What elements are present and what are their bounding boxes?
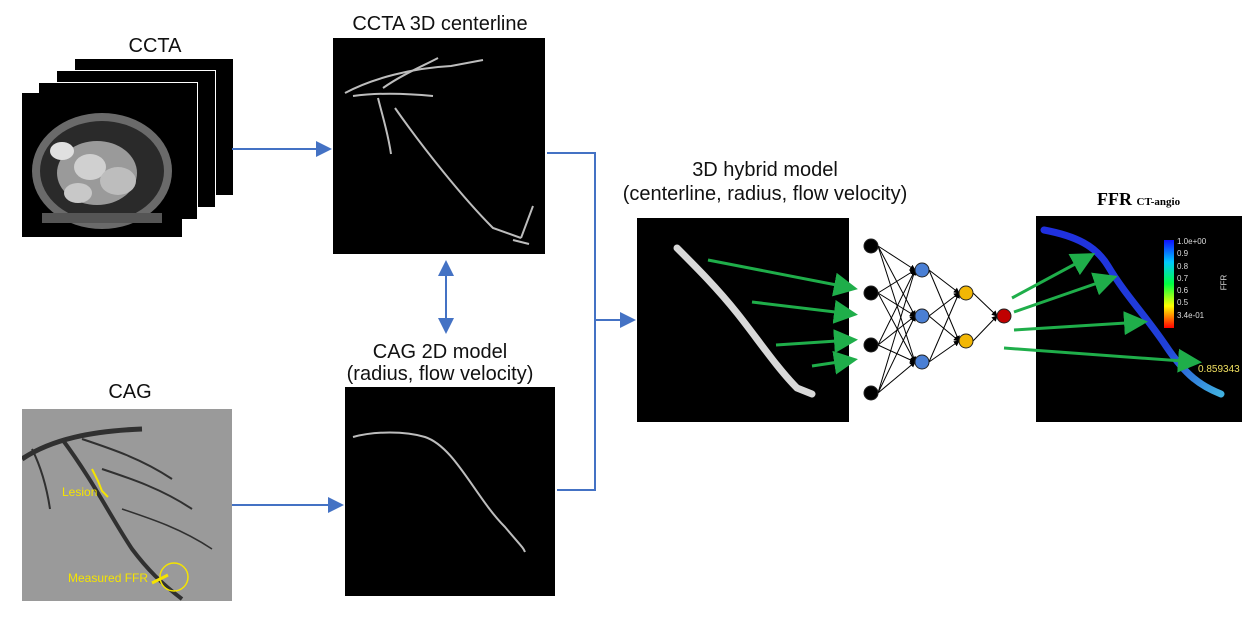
input-node — [863, 385, 879, 401]
colorbar-tick: 0.6 — [1177, 286, 1189, 296]
input-node — [863, 337, 879, 353]
neural-network — [863, 238, 1012, 401]
cag-2d-model-drawing — [352, 431, 526, 553]
cag-angiogram-image — [22, 409, 232, 601]
ccta-label: CCTA — [128, 35, 182, 57]
network-edge — [877, 315, 916, 394]
network-edge — [877, 269, 916, 294]
input-node — [863, 285, 879, 301]
network-connections — [877, 245, 998, 394]
ccta-centerline-panel — [333, 38, 545, 254]
ffr-output-arrow — [1011, 253, 1096, 300]
network-edge — [928, 269, 960, 342]
ffr-output-arrow — [1013, 272, 1118, 314]
network-edge — [972, 315, 998, 342]
ffr-result-drawing — [1040, 226, 1225, 398]
colorbar-tick: 3.4e-01 — [1177, 310, 1205, 320]
ffr-output-arrow — [1013, 311, 1148, 336]
hybrid-model-vessel — [673, 244, 816, 398]
colorbar-tick: 0.5 — [1177, 298, 1189, 308]
cag-model-label-line1: CAG 2D model — [372, 341, 508, 363]
ffr-colorbar — [1164, 240, 1174, 328]
centerline-merge-connector — [547, 152, 596, 320]
colorbar-tick: 0.8 — [1177, 261, 1189, 271]
network-edge — [877, 245, 916, 271]
network-edge — [928, 292, 960, 363]
feature-arrow — [707, 258, 858, 297]
network-edge — [877, 361, 916, 394]
network-edge — [928, 340, 960, 363]
cag-angiogram-panel: Lesion Measured FFR — [22, 409, 232, 601]
colorbar-tick: 0.7 — [1177, 273, 1189, 283]
ffr-ct-angio-title: FFR CT-angio — [1097, 189, 1180, 210]
measured-ffr-annotation: Measured FFR — [68, 571, 149, 585]
ccta-slice-front — [22, 93, 182, 237]
network-edge — [972, 292, 998, 317]
input-node — [863, 238, 879, 254]
feature-arrow — [775, 329, 858, 354]
hidden-node-layer2 — [958, 285, 974, 301]
ffr-value-readout: 0.859343 — [1198, 364, 1240, 375]
feature-arrow — [751, 299, 858, 324]
lesion-annotation: Lesion — [62, 485, 98, 499]
ffr-output-arrow — [1003, 346, 1202, 373]
colorbar-tick-labels: 1.0e+00 0.9 0.8 0.7 0.6 0.5 3.4e-01 — [1177, 236, 1217, 322]
hidden-node-layer2 — [958, 333, 974, 349]
hidden-node-layer1 — [914, 354, 930, 370]
colorbar-tick: 0.9 — [1177, 249, 1189, 259]
ccta-centerline-drawing — [344, 57, 534, 245]
network-edge — [877, 292, 916, 363]
cag-label: CAG — [108, 381, 152, 403]
ffr-title-main: FFR — [1097, 189, 1132, 209]
hybrid-label-line2: (centerline, radius, flow velocity) — [622, 183, 908, 205]
colorbar-tick: 1.0e+00 — [1177, 237, 1207, 246]
network-edge — [928, 269, 960, 294]
network-edge — [928, 292, 960, 317]
ccta-ct-image — [32, 113, 172, 229]
ccta-centerline-label: CCTA 3D centerline — [352, 13, 528, 35]
network-edge — [877, 269, 916, 346]
cag-model-label-line2: (radius, flow velocity) — [346, 363, 534, 385]
hidden-node-layer1 — [914, 308, 930, 324]
network-edge — [877, 269, 917, 394]
hybrid-label-line1: 3D hybrid model — [692, 159, 838, 181]
cag-model-merge-connector — [557, 320, 596, 491]
ffr-title-subscript: CT-angio — [1136, 196, 1181, 208]
cag-2d-model-panel — [345, 387, 555, 596]
feature-arrow — [811, 350, 858, 375]
hidden-node-layer1 — [914, 262, 930, 278]
hybrid-model-panel — [637, 218, 849, 422]
output-node — [996, 308, 1012, 324]
network-edge — [877, 292, 916, 317]
